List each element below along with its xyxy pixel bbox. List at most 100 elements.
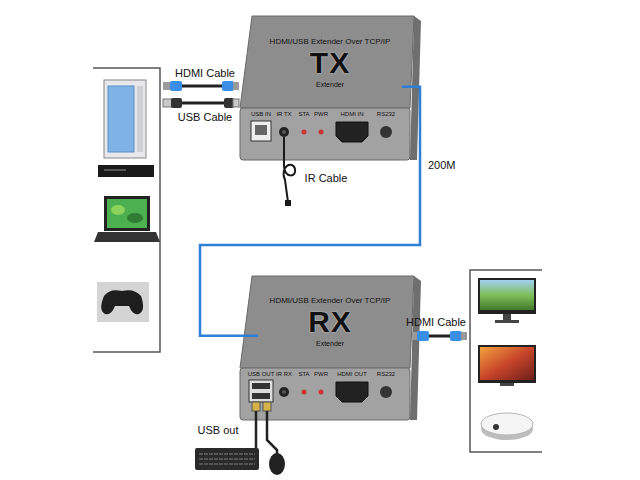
status-led [302,130,307,135]
plug-tip [163,99,172,107]
port-label: STA [298,111,309,118]
plug-sleeve [170,81,182,91]
console-tile [97,282,149,322]
screen-leaf [127,213,143,223]
device-top [240,276,414,368]
usb-a-ports [249,380,273,402]
cable-label: HDMI Cable [406,316,466,329]
port-label: IR RX [276,371,292,378]
monitor-frame [478,278,536,314]
plug-tip [163,82,171,90]
ir-jack [279,127,289,137]
keyboard-body [195,448,259,470]
plug-tip [233,99,239,107]
cable-wire [255,411,258,448]
pc-front-strip [137,86,143,152]
mouse [269,453,285,475]
plug-sleeve [171,98,182,108]
port-label: PWR [314,111,328,118]
plug-tip [233,82,239,90]
port-label: HDMI IN [341,111,364,118]
dvd-tray [104,169,126,171]
network-cable [200,87,420,336]
key-row [199,453,255,455]
hdmi-cable-in [163,81,239,91]
laptop-screen [107,199,147,228]
projector-lens [493,424,499,430]
device-front [240,368,410,420]
cable-length: 200M [426,159,458,172]
cable-label: USB Cable [178,111,232,124]
laptop-lid [104,196,150,231]
game-console [97,282,149,322]
monitor [478,278,536,323]
source-bracket [93,68,160,352]
monitor-base [495,320,519,323]
cable-label: USB out [198,424,239,437]
plug-head [263,402,271,411]
ir-jack-hole [282,130,286,134]
device-model: RX [262,305,398,340]
status-led [302,390,307,395]
laptop [94,196,160,242]
device-subtitle: Extender [262,81,398,89]
plug-sleeve [222,81,234,91]
usb-out-cables [252,402,277,454]
monitor-neck [503,314,511,320]
port-label: USB IN [251,111,271,118]
cable-wire [182,102,224,105]
key-row [199,463,255,465]
tx-device [240,16,421,160]
cable-label: IR Cable [305,172,348,185]
device-panel: HDMI/USB Extender Over TCP/IPRXExtender [258,294,402,350]
display-bracket [470,270,542,452]
plug-head [252,402,260,411]
projector [481,413,533,440]
hdmi-cable-out [412,331,467,341]
usb-cable-in [163,98,239,108]
port-label: STA [298,371,309,378]
tv-stand [500,383,514,386]
hdmi-port [336,382,368,402]
port-label: PWR [314,371,328,378]
monitor-screen [480,280,534,310]
usb-b-port [251,121,271,141]
dvd-player [98,165,154,177]
device-caption: HDMI/USB Extender Over TCP/IP [262,37,398,46]
round-port [380,126,392,138]
port-label: HDMI OUT [337,371,367,378]
power-led [319,390,324,395]
device-top [240,16,414,108]
key-row [199,458,255,460]
hdmi-port [336,122,368,142]
device-front [240,108,410,160]
tv-screen [480,347,534,380]
television [478,345,536,386]
port-label: RS232 [377,111,395,118]
cable-wire [429,335,450,338]
ir-jack [279,387,289,397]
device-subtitle: Extender [262,340,398,348]
tv-frame [478,345,536,383]
device-caption: HDMI/USB Extender Over TCP/IP [262,296,398,305]
ir-jack-hole [282,390,286,394]
screen-leaf [111,205,125,215]
pc-case [104,80,146,158]
dvd-body [98,165,154,177]
pc-side-panel [108,86,134,152]
rx-device [240,276,421,420]
cable-wire [182,85,222,88]
round-port [380,386,392,398]
ir-cable-wire [284,137,296,202]
cable-label: HDMI Cable [175,67,235,80]
port-label: RS232 [377,371,395,378]
usb-a-slot [252,393,270,399]
device-panel: HDMI/USB Extender Over TCP/IPTXExtender [258,35,402,91]
plug-tip [461,332,467,340]
usb-b-slot [255,125,267,135]
ir-sensor [285,200,291,206]
pc-tower [104,80,146,158]
plug-sleeve [450,331,462,341]
